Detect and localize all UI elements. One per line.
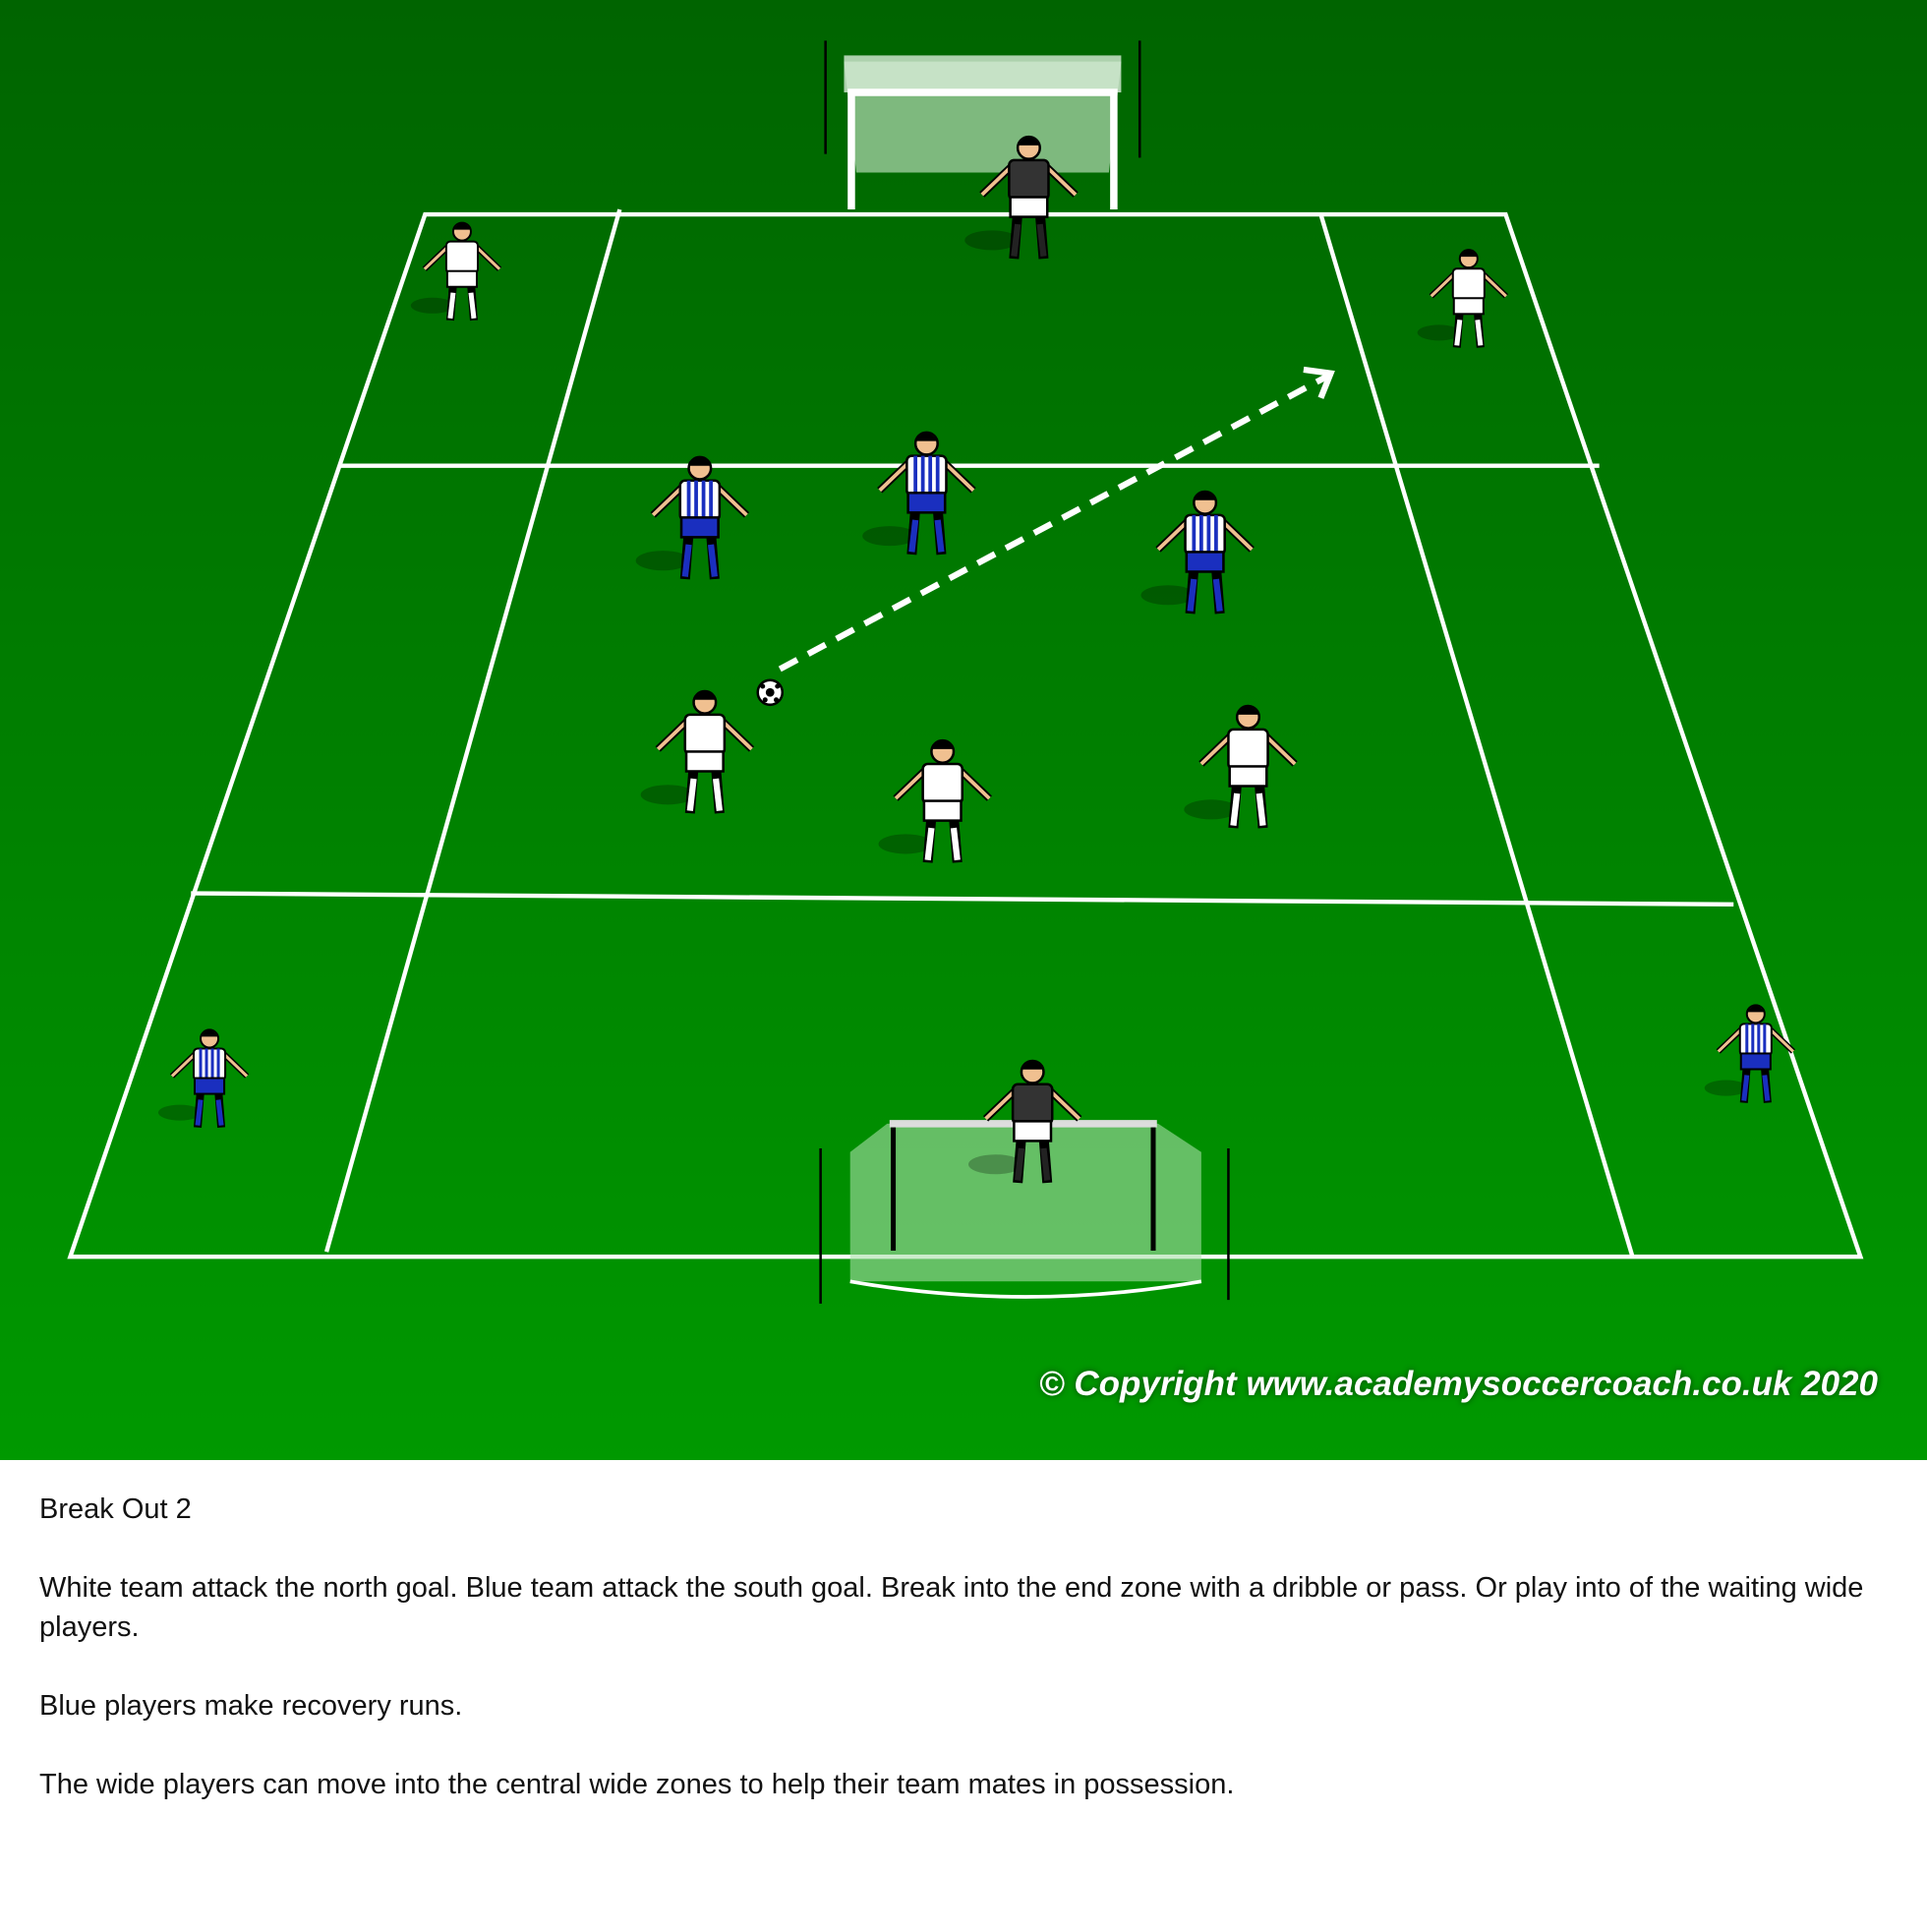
drill-title: Break Out 2 bbox=[39, 1493, 192, 1525]
white-player bbox=[878, 738, 992, 863]
pitch-outline bbox=[67, 211, 1864, 1259]
white-player bbox=[1184, 704, 1298, 829]
description-paragraph: Blue players make recovery runs. bbox=[39, 1690, 463, 1722]
zone-line-right bbox=[1318, 213, 1635, 1258]
blue-player bbox=[1704, 1004, 1795, 1103]
white-player bbox=[410, 221, 502, 322]
white-player bbox=[640, 689, 755, 814]
drill-description: Break Out 2 White team attack the north … bbox=[39, 1490, 1888, 1844]
description-paragraph: The wide players can move into the centr… bbox=[39, 1769, 1235, 1800]
blue-player bbox=[635, 455, 750, 580]
description-paragraph: White team attack the north goal. Blue t… bbox=[39, 1572, 1864, 1643]
blue-player bbox=[862, 431, 976, 556]
pitch-markings bbox=[67, 208, 1864, 1259]
soccer-ball-icon bbox=[756, 678, 785, 707]
drill-diagram bbox=[0, 0, 1927, 1460]
pass-arrow bbox=[778, 366, 1335, 673]
keeper-player bbox=[968, 1059, 1082, 1184]
north-goal bbox=[824, 40, 1141, 210]
white-player bbox=[1417, 249, 1508, 348]
blue-player bbox=[1140, 490, 1255, 615]
copyright-notice: © Copyright www.academysoccercoach.co.uk… bbox=[1038, 1365, 1878, 1403]
blue-player bbox=[157, 1028, 250, 1128]
zone-line-left bbox=[323, 208, 622, 1253]
keeper-player bbox=[964, 135, 1079, 260]
zone-line-south bbox=[191, 891, 1734, 907]
south-goal bbox=[819, 1120, 1230, 1304]
